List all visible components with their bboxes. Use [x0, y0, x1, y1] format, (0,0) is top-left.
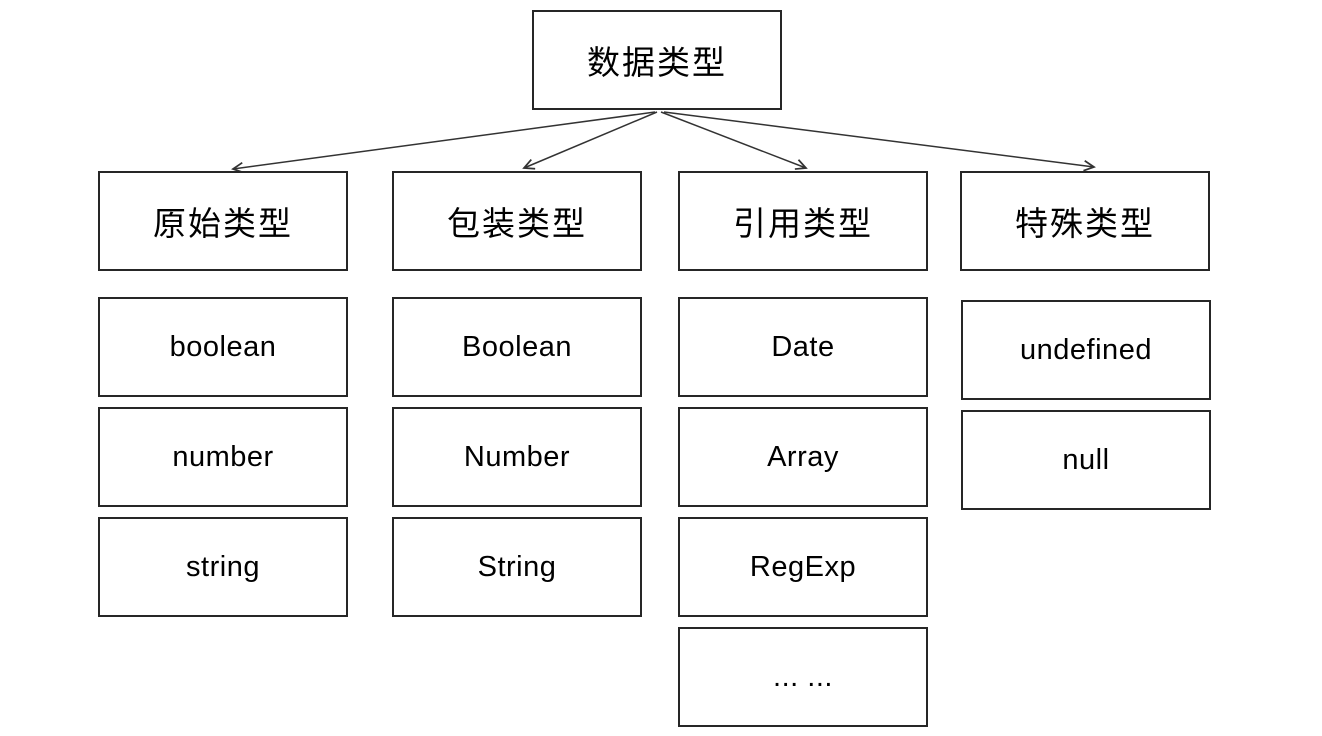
type-box-array: Array [678, 407, 928, 507]
arrow-root-to-wrapper [522, 111, 658, 170]
type-box-null: null [961, 410, 1211, 510]
type-box-ellipsis: ... ... [678, 627, 928, 727]
category-box-primitive: 原始类型 [98, 171, 348, 271]
type-box-regexp: RegExp [678, 517, 928, 617]
arrow-root-to-reference [660, 111, 808, 170]
type-box-undefined: undefined [961, 300, 1211, 400]
arrow-root-to-special [663, 111, 1096, 172]
category-box-reference: 引用类型 [678, 171, 928, 271]
type-box-number-wrapper: Number [392, 407, 642, 507]
type-box-string-wrapper: String [392, 517, 642, 617]
type-box-date: Date [678, 297, 928, 397]
arrow-root-to-primitive [231, 111, 656, 174]
category-box-wrapper: 包装类型 [392, 171, 642, 271]
root-box-data-types: 数据类型 [532, 10, 782, 110]
type-box-number: number [98, 407, 348, 507]
type-box-boolean: boolean [98, 297, 348, 397]
type-box-string: string [98, 517, 348, 617]
category-box-special: 特殊类型 [960, 171, 1210, 271]
type-box-boolean-wrapper: Boolean [392, 297, 642, 397]
